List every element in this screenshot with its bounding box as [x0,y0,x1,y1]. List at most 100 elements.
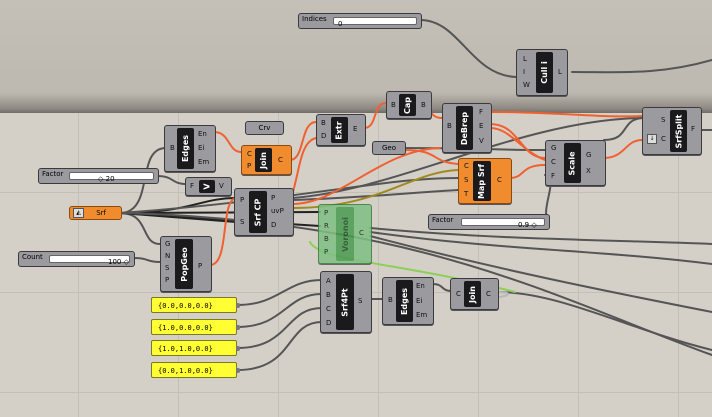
slider-track[interactable]: 0.9 ◇ [461,218,545,229]
scale-component[interactable]: G C F Scale G X [545,140,606,186]
output-pin-en[interactable]: En [198,130,207,138]
voronoi-component[interactable]: P R B P Voronoi C [318,204,372,264]
component-title-bar: Srf CP [249,191,267,233]
output-pin-p[interactable]: P [198,262,203,270]
output-pin-uvp[interactable]: uvP [271,207,284,215]
input-pin-s[interactable]: S [464,176,469,184]
input-pin-p[interactable]: P [165,276,170,284]
input-pin-f[interactable]: F [551,172,556,180]
indices-slider[interactable]: Indices 0 [298,13,422,29]
count-slider[interactable]: Count 100 ◇ [18,251,135,267]
output-pin-s[interactable]: S [358,297,363,305]
input-pin-c[interactable]: C [247,150,252,158]
point-panel-3[interactable]: {1.0,1.0,0.0} [151,340,240,356]
wire-popgeo-srfcp-p [209,197,237,266]
slider-track[interactable]: 100 ◇ [49,255,130,266]
input-pin-b[interactable]: B [391,101,396,109]
wire-edges-join [213,131,242,153]
map-surface-component[interactable]: C S T Map Srf C [458,158,512,204]
output-pin-e[interactable]: E [353,125,358,133]
input-pin-p2[interactable]: P [324,248,329,256]
output-pin-g[interactable]: G [586,151,592,159]
input-pin-d[interactable]: D [321,132,327,140]
input-pin-s[interactable]: S [240,218,245,226]
input-pin-r[interactable]: R [324,222,329,230]
component-title: PopGeo [179,246,189,282]
input-pin-l[interactable]: L [523,55,527,63]
debrep-component[interactable]: B DeBrep F E V [442,103,492,153]
output-pin-c[interactable]: C [278,156,283,164]
input-pin-i[interactable]: I [523,68,526,76]
join-component[interactable]: C P Join C [241,145,292,175]
output-pin-c[interactable]: C [486,290,491,298]
output-pin-v[interactable]: V [479,137,484,145]
output-pin-ei[interactable]: Ei [416,297,423,305]
output-pin-x[interactable]: X [586,167,591,175]
output-pin-c[interactable]: C [497,176,502,184]
slider-label: Factor [42,170,64,178]
surface-four-points-component[interactable]: A B C D Srf4Pt S [320,271,372,333]
output-pin-em[interactable]: Em [198,158,210,166]
extrude-component[interactable]: B D Extr E [316,114,366,146]
srf-parameter[interactable]: ◭ Srf [69,206,122,220]
output-pin-f[interactable]: F [479,108,484,116]
input-pin-b[interactable]: B [388,296,393,304]
input-pin-a[interactable]: A [326,277,331,285]
slider-track[interactable]: ◇ 20 [69,172,154,183]
output-pin-v[interactable]: V [219,182,224,190]
input-pin-c[interactable]: C [464,162,469,170]
output-pin-em[interactable]: Em [416,311,428,319]
input-pin-p[interactable]: P [247,162,252,170]
cap-component[interactable]: B Cap B [386,91,432,119]
input-pin-c[interactable]: C [456,290,461,298]
input-pin-c[interactable]: C [551,158,556,166]
wire-srf-popgeo [119,212,161,245]
populate-geometry-component[interactable]: G N S P PopGeo P [160,236,212,292]
input-pin-b[interactable]: B [324,235,329,243]
component-title-bar: Join [464,281,481,307]
srfsplit-component[interactable]: S C ↓ SrfSplit F [642,107,702,155]
output-pin-en[interactable]: En [416,282,425,290]
input-pin-s[interactable]: S [165,264,170,272]
cull-component[interactable]: L I W Cull i L [516,49,568,96]
point-panel-4[interactable]: {0.0,1.0,0.0} [151,362,240,378]
input-pin-g[interactable]: G [551,144,557,152]
vector-component[interactable]: F V V [185,177,232,196]
input-pin-w[interactable]: W [523,81,530,89]
slider-track[interactable]: 0 [333,17,417,28]
edges-component[interactable]: B Edges En Ei Em [164,125,216,172]
input-pin-d[interactable]: D [326,319,332,327]
output-pin-l[interactable]: L [558,68,562,76]
input-pin-b[interactable]: B [321,119,326,127]
point-panel-1[interactable]: {0.0,0.0,0.0} [151,297,240,313]
factor-slider[interactable]: Factor ◇ 20 [38,168,159,184]
output-pin-e[interactable]: E [479,122,484,130]
output-pin-f[interactable]: F [691,125,696,133]
crv-parameter[interactable]: Crv [245,121,284,135]
input-pin-g[interactable]: G [165,240,171,248]
input-pin-b[interactable]: B [326,291,331,299]
component-title-bar: Edges [177,128,194,169]
output-pin-b[interactable]: B [421,101,426,109]
input-pin-c[interactable]: C [326,305,331,313]
surface-closest-point-component[interactable]: P S Srf CP P uvP D [234,188,294,236]
input-pin-s[interactable]: S [661,116,666,124]
factor-slider-2[interactable]: Factor 0.9 ◇ [428,214,550,230]
output-pin-p[interactable]: P [271,194,276,202]
input-pin-p[interactable]: P [324,209,329,217]
output-pin-d[interactable]: D [271,221,277,229]
input-pin-b[interactable]: B [170,144,175,152]
output-pin-ei[interactable]: Ei [198,144,205,152]
join-component-2[interactable]: C Join C [450,278,499,310]
input-pin-f[interactable]: F [190,182,195,190]
input-pin-p[interactable]: P [240,196,245,204]
edges-component-2[interactable]: B Edges En Ei Em [382,277,434,325]
input-pin-b[interactable]: B [447,122,452,130]
input-pin-n[interactable]: N [165,252,171,260]
input-pin-c[interactable]: C [661,135,666,143]
output-pin-c[interactable]: C [359,229,364,237]
input-pin-t[interactable]: T [464,190,469,198]
geo-parameter[interactable]: Geo [372,141,406,155]
point-panel-2[interactable]: {1.0,0.0,0.0} [151,319,240,335]
